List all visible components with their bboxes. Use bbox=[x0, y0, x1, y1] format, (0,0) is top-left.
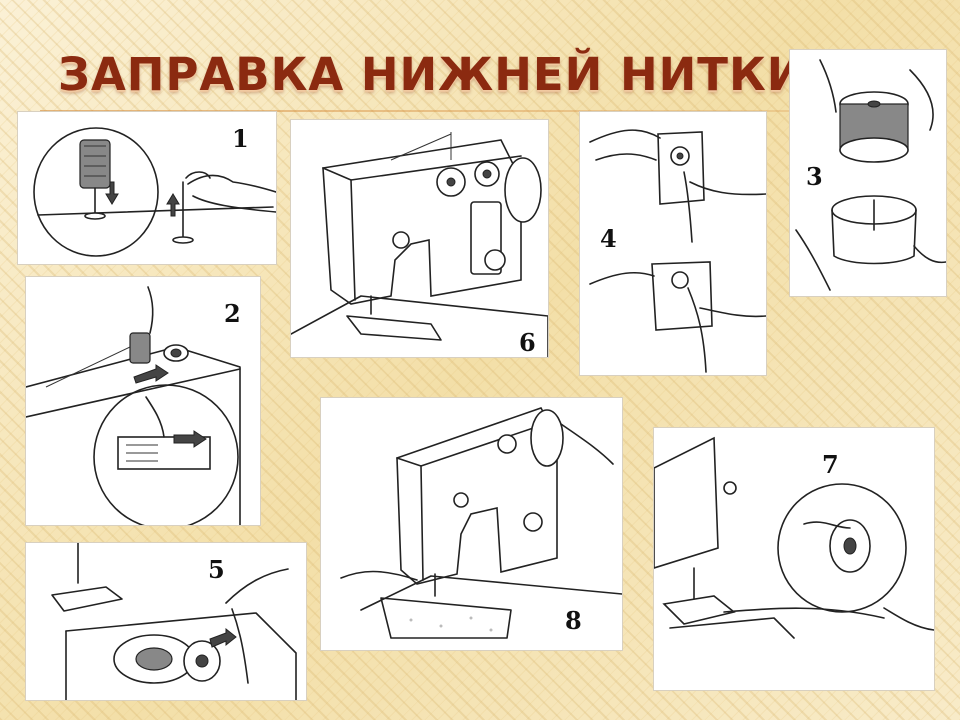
sewing-machine-handwheel-illustration bbox=[340, 407, 622, 639]
step-number: 3 bbox=[806, 162, 823, 191]
step-number: 5 bbox=[208, 555, 225, 584]
step-number: 2 bbox=[224, 299, 241, 328]
bobbin-thread-tension-illustration bbox=[589, 129, 766, 373]
step-number: 6 bbox=[519, 328, 536, 357]
spool-pin-illustration bbox=[33, 127, 276, 257]
title-underline bbox=[40, 110, 800, 112]
shuttle-insert-illustration bbox=[51, 543, 297, 700]
step-number: 7 bbox=[822, 450, 839, 479]
panel-step-5: 5 bbox=[26, 543, 306, 700]
bobbin-winder-illustration bbox=[26, 286, 241, 525]
sewing-machine-illustration bbox=[291, 132, 548, 357]
step-number: 8 bbox=[565, 606, 582, 635]
step-number: 1 bbox=[232, 124, 249, 153]
panel-step-7: 7 bbox=[654, 428, 934, 690]
bobbin-case-illustration bbox=[795, 59, 946, 291]
panel-step-4: 4 bbox=[580, 112, 766, 375]
panel-step-6: 6 bbox=[291, 120, 548, 357]
slide-title: ЗАПРАВКА НИЖНЕЙ НИТКИ bbox=[58, 48, 806, 101]
panel-step-1: 1 bbox=[18, 112, 276, 264]
pull-thread-illustration bbox=[654, 436, 934, 639]
step-number: 4 bbox=[600, 224, 617, 253]
panel-step-8: 8 bbox=[321, 398, 622, 650]
panel-step-2: 2 bbox=[26, 277, 260, 525]
panel-step-3: 3 bbox=[790, 50, 946, 296]
